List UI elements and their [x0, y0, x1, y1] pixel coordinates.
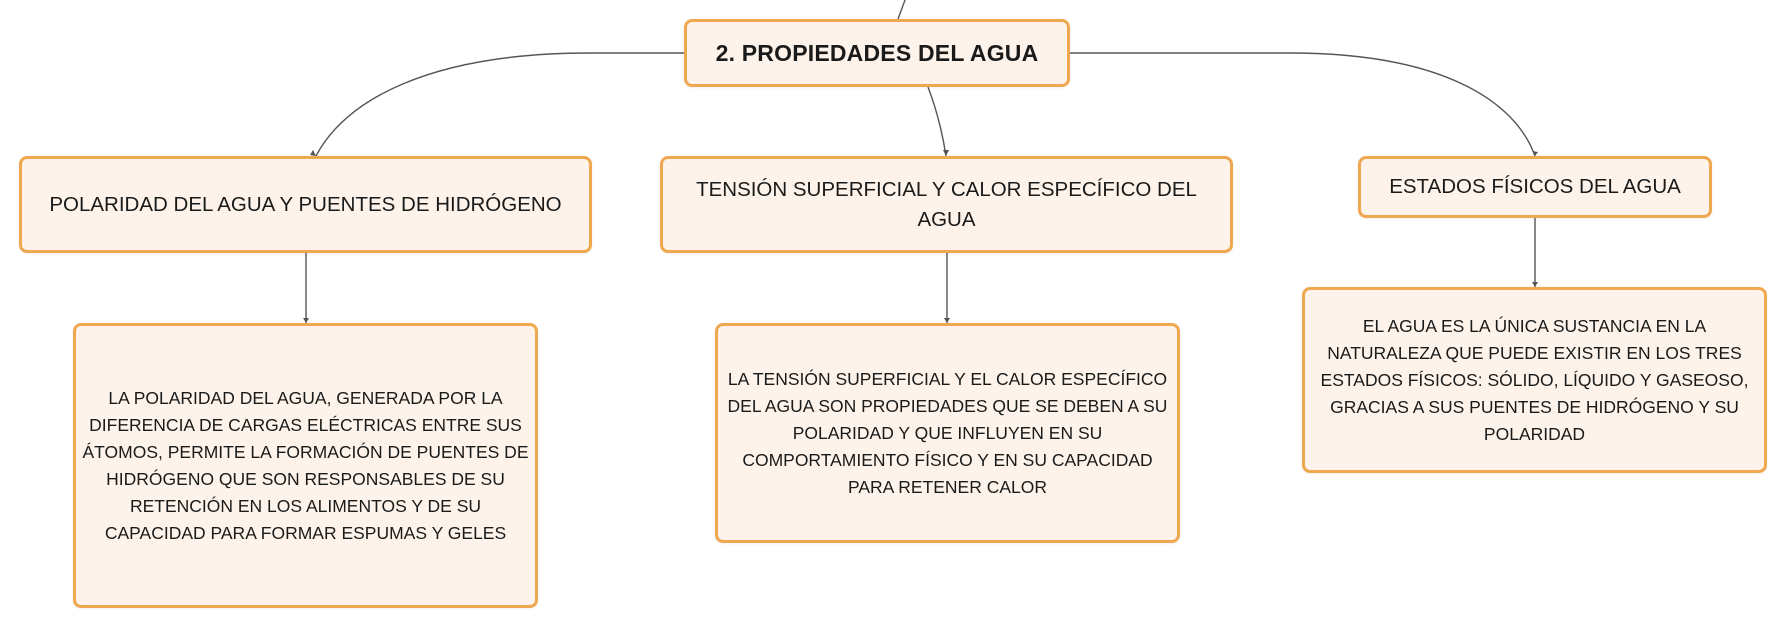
- connector-root-tension: [927, 86, 947, 157]
- branch-label-tension: TENSIÓN SUPERFICIAL Y CALOR ESPECÍFICO D…: [696, 177, 1197, 231]
- branch-label-estados: ESTADOS FÍSICOS DEL AGUA: [1389, 175, 1681, 198]
- connector-root-polaridad: [315, 52, 684, 157]
- leaf-text-polaridad: LA POLARIDAD DEL AGUA, GENERADA POR LA D…: [82, 387, 529, 543]
- root-node[interactable]: 2. PROPIEDADES DEL AGUA: [684, 19, 1070, 87]
- branch-node-estados[interactable]: ESTADOS FÍSICOS DEL AGUA: [1358, 156, 1712, 218]
- connector-root-estados: [1070, 52, 1536, 157]
- root-label: 2. PROPIEDADES DEL AGUA: [715, 39, 1039, 66]
- leaf-node-estados[interactable]: EL AGUA ES LA ÚNICA SUSTANCIA EN LA NATU…: [1302, 287, 1767, 473]
- branch-label-polaridad: POLARIDAD DEL AGUA Y PUENTES DE HIDRÓGEN…: [49, 192, 562, 216]
- leaf-text-tension: LA TENSIÓN SUPERFICIAL Y EL CALOR ESPECÍ…: [727, 368, 1168, 497]
- branch-node-polaridad[interactable]: POLARIDAD DEL AGUA Y PUENTES DE HIDRÓGEN…: [19, 156, 592, 253]
- leaf-node-polaridad[interactable]: LA POLARIDAD DEL AGUA, GENERADA POR LA D…: [73, 323, 538, 608]
- branch-node-tension[interactable]: TENSIÓN SUPERFICIAL Y CALOR ESPECÍFICO D…: [660, 156, 1233, 253]
- leaf-node-tension[interactable]: LA TENSIÓN SUPERFICIAL Y EL CALOR ESPECÍ…: [715, 323, 1180, 543]
- connector-from-parent: [897, 0, 906, 20]
- leaf-text-estados: EL AGUA ES LA ÚNICA SUSTANCIA EN LA NATU…: [1320, 315, 1749, 444]
